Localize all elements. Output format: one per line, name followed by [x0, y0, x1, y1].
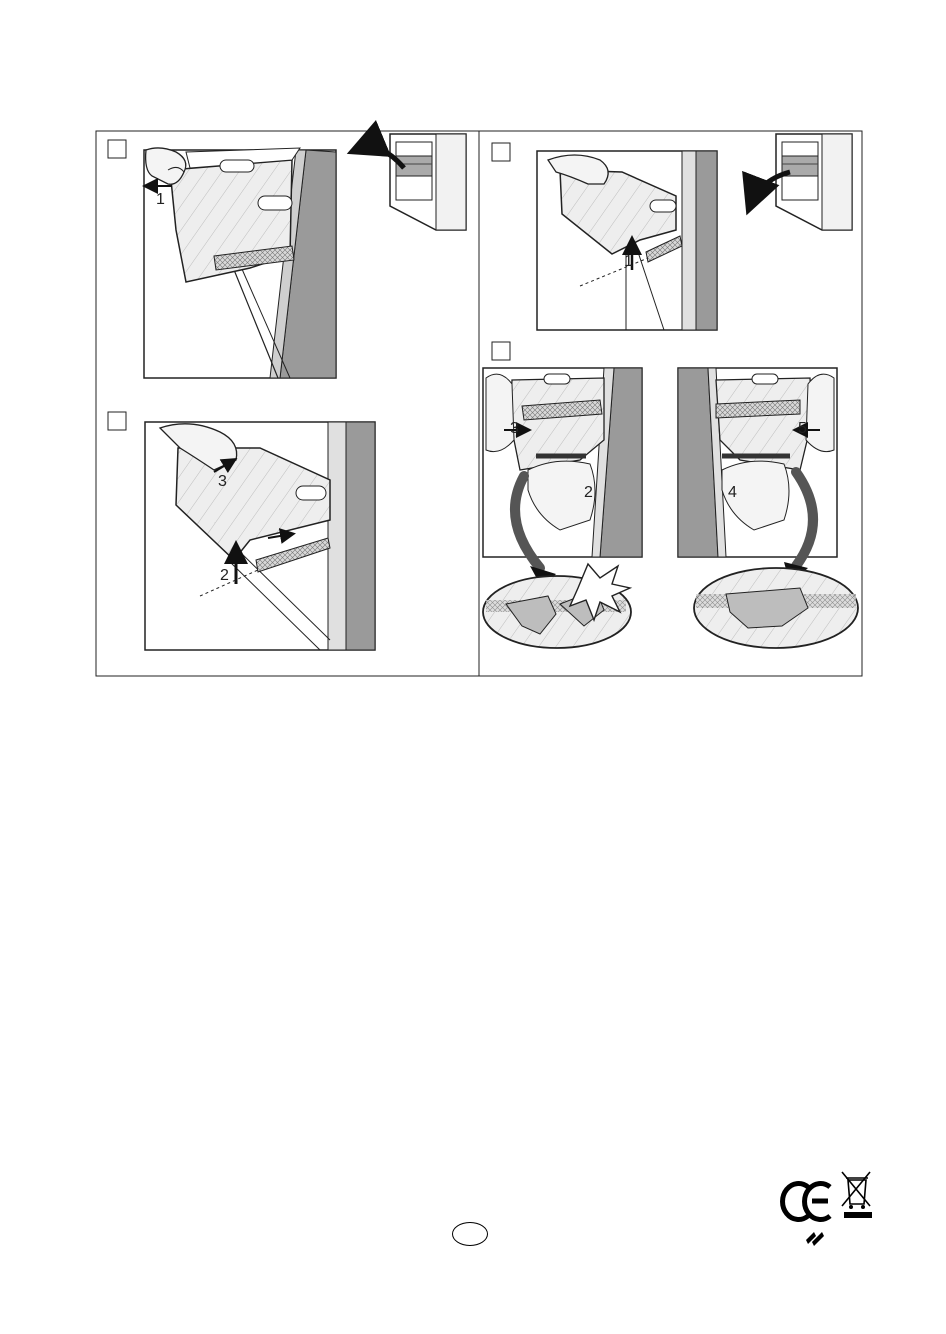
step2-panel: 3 2: [108, 412, 375, 650]
step4-callout-2: 2: [584, 484, 593, 501]
step1-callout-1: 1: [156, 191, 165, 208]
step2-number-box: [108, 412, 126, 430]
step2-callout-3: 3: [218, 473, 227, 490]
fridge-overview-icon: [750, 134, 852, 230]
weee-crossed-bin-icon: [842, 1172, 872, 1218]
step1-panel: 1: [108, 140, 336, 378]
step3-callout-1: 1: [624, 253, 633, 270]
page-number-marker: [452, 1222, 488, 1246]
step3-number-box: [492, 143, 510, 161]
step1-number-box: [108, 140, 126, 158]
step4-panel: 3 2 5 4: [483, 342, 858, 648]
step4-callout-5: 5: [798, 420, 807, 437]
recycle-marks-icon: [806, 1232, 824, 1246]
step4-callout-4: 4: [728, 484, 737, 501]
step4-callout-3: 3: [510, 420, 519, 437]
step2-callout-2: 2: [220, 567, 229, 584]
step3-panel: 1: [492, 143, 717, 330]
step4-number-box: [492, 342, 510, 360]
fridge-overview-icon: [356, 134, 466, 230]
ce-mark-icon: [783, 1184, 830, 1220]
